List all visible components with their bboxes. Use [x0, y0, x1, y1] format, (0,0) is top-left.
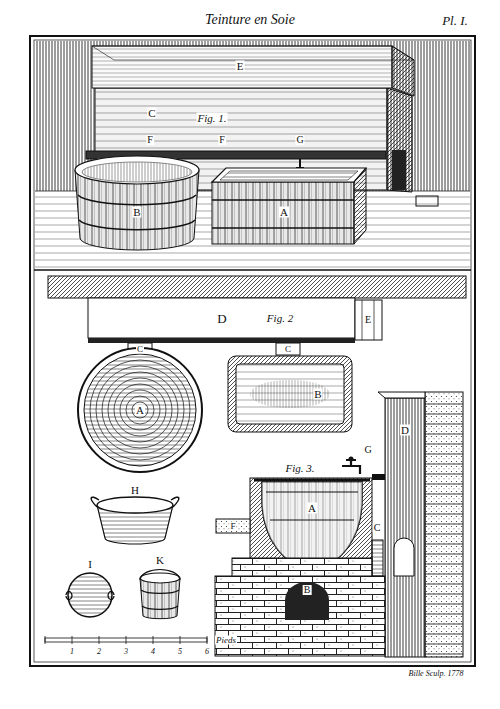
part-letter: F — [218, 135, 226, 145]
part-letter: I — [87, 559, 93, 570]
part-letter: C — [147, 108, 156, 119]
part-letter: C — [373, 523, 382, 533]
part-letter: D — [216, 312, 227, 325]
part-letter: A — [307, 503, 317, 514]
part-letter: C — [136, 345, 144, 354]
scale-number: 2 — [96, 648, 102, 656]
part-letter: K — [155, 555, 165, 566]
part-letter: C — [284, 345, 292, 354]
part-letter: D — [400, 425, 410, 436]
part-letter: G — [295, 135, 304, 145]
scale-number: 5 — [177, 648, 183, 656]
figure-title: Fig. 3. — [284, 463, 315, 474]
engraver-signature: Bille Sculp. 1778 — [408, 670, 465, 678]
scale-number: 1 — [69, 648, 75, 656]
part-letter: B — [303, 585, 312, 595]
plate-number: Pl. I. — [441, 14, 469, 27]
plate-title: Teinture en Soie — [205, 12, 295, 28]
figure-title: Fig. 1. — [196, 113, 227, 124]
part-letter: G — [363, 445, 372, 455]
scale-unit: Pieds — [215, 636, 237, 645]
part-letter: B — [313, 389, 322, 400]
part-letter: A — [135, 405, 145, 416]
scale-number: 6 — [204, 648, 210, 656]
scale-number: 4 — [150, 648, 156, 656]
part-letter: F — [146, 135, 154, 145]
scale-number: 3 — [123, 648, 129, 656]
part-letter: F — [229, 522, 236, 531]
part-letter: H — [130, 485, 140, 496]
part-letter: A — [279, 207, 289, 218]
part-letter: E — [236, 61, 245, 72]
figure-title: Fig. 2 — [266, 313, 294, 324]
part-letter: E — [364, 315, 372, 325]
part-letter: B — [132, 207, 141, 218]
